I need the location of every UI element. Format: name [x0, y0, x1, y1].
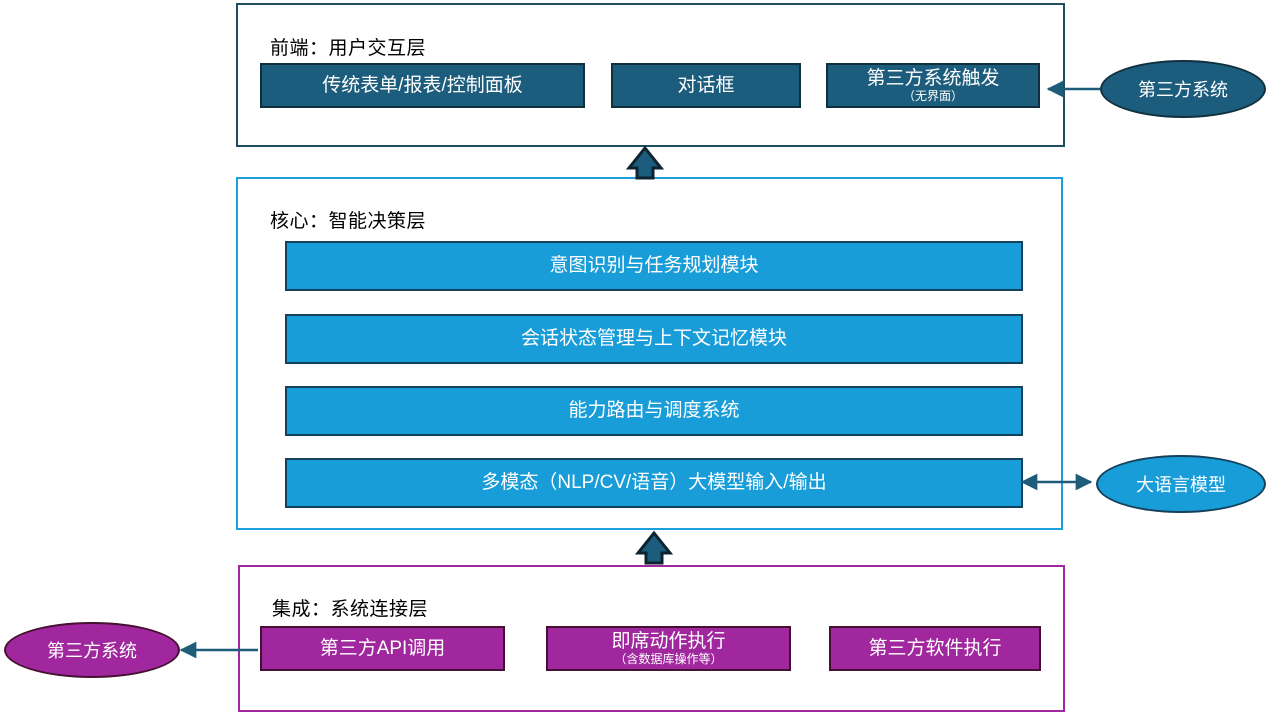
external-node-third-party-system-bottom-label: 第三方系统: [47, 641, 137, 661]
integration-box-third-party-api-label: 第三方API调用: [319, 637, 446, 659]
core-box-capability-routing-label: 能力路由与调度系统: [568, 400, 740, 422]
core-box-capability-routing[interactable]: 能力路由与调度系统: [285, 386, 1023, 436]
frontend-box-traditional-forms-label: 传统表单/报表/控制面板: [322, 74, 523, 96]
integration-box-third-party-software-label: 第三方软件执行: [868, 637, 1002, 659]
frontend-box-third-party-trigger[interactable]: 第三方系统触发 （无界面）: [826, 63, 1040, 108]
integration-layer-title: 集成：系统连接层: [272, 599, 429, 620]
external-node-third-party-system-top-label: 第三方系统: [1138, 80, 1228, 100]
integration-box-adhoc-action-label: 即席动作执行: [611, 630, 726, 652]
core-box-multimodal-llm-io[interactable]: 多模态（NLP/CV/语音）大模型输入/输出: [285, 458, 1023, 508]
integration-box-adhoc-action-sublabel: （含数据库操作等）: [614, 651, 723, 666]
frontend-layer-title: 前端：用户交互层: [270, 38, 427, 59]
frontend-box-dialog[interactable]: 对话框: [611, 63, 801, 108]
frontend-box-dialog-label: 对话框: [677, 74, 735, 96]
integration-box-third-party-software[interactable]: 第三方软件执行: [829, 626, 1041, 671]
core-box-intent-recognition-label: 意图识别与任务规划模块: [549, 255, 759, 277]
core-box-multimodal-llm-io-label: 多模态（NLP/CV/语音）大模型输入/输出: [481, 472, 827, 494]
external-node-large-language-model-label: 大语言模型: [1136, 475, 1226, 495]
external-node-large-language-model[interactable]: 大语言模型: [1096, 455, 1266, 513]
core-box-intent-recognition[interactable]: 意图识别与任务规划模块: [285, 241, 1023, 291]
integration-box-third-party-api[interactable]: 第三方API调用: [260, 626, 505, 671]
frontend-layer-container: 前端：用户交互层 传统表单/报表/控制面板 对话框 第三方系统触发 （无界面）: [236, 3, 1065, 147]
integration-layer-container: 集成：系统连接层 第三方API调用 即席动作执行 （含数据库操作等） 第三方软件…: [238, 565, 1065, 712]
core-box-session-state-label: 会话状态管理与上下文记忆模块: [520, 328, 787, 350]
block-arrow-core-to-frontend: [625, 145, 665, 180]
integration-box-adhoc-action[interactable]: 即席动作执行 （含数据库操作等）: [546, 626, 791, 671]
core-layer-container: 核心：智能决策层 意图识别与任务规划模块 会话状态管理与上下文记忆模块 能力路由…: [236, 177, 1063, 530]
external-node-third-party-system-bottom[interactable]: 第三方系统: [4, 622, 180, 678]
frontend-box-traditional-forms[interactable]: 传统表单/报表/控制面板: [260, 63, 585, 108]
core-layer-title: 核心：智能决策层: [270, 211, 427, 232]
external-node-third-party-system-top[interactable]: 第三方系统: [1100, 60, 1266, 118]
block-arrow-integration-to-core: [634, 530, 674, 565]
core-box-session-state[interactable]: 会话状态管理与上下文记忆模块: [285, 314, 1023, 364]
frontend-box-third-party-trigger-label: 第三方系统触发: [866, 67, 1000, 89]
frontend-box-third-party-trigger-sublabel: （无界面）: [902, 88, 963, 103]
